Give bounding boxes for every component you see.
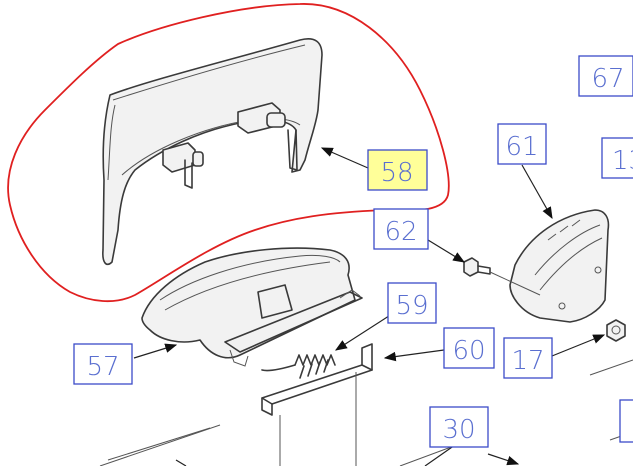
callout-30-text: 30: [442, 415, 475, 445]
callout-59[interactable]: 59: [387, 282, 437, 324]
callout-62[interactable]: 62: [373, 208, 429, 250]
selection-outline: [7, 3, 450, 303]
callout-57-text: 57: [86, 352, 119, 382]
callout-59-text: 59: [395, 291, 428, 321]
callout-30[interactable]: 30: [429, 406, 489, 448]
part-17-nut[interactable]: [606, 319, 626, 342]
callout-58-text: 58: [380, 158, 413, 188]
part-60-bracket[interactable]: [261, 343, 373, 466]
callout-61-text: 61: [505, 132, 538, 162]
callout-13[interactable]: 13: [601, 137, 633, 179]
part-58-seat-back[interactable]: [102, 38, 323, 266]
callout-67[interactable]: 67: [578, 55, 633, 97]
callout-58[interactable]: 58: [367, 149, 428, 191]
callout-60[interactable]: 60: [443, 327, 495, 369]
callout-13-text: 13: [612, 146, 633, 176]
callout-61[interactable]: 61: [497, 123, 547, 165]
callout-17[interactable]: 17: [503, 337, 553, 379]
callout-partial-box: [619, 399, 633, 443]
callout-17-text: 17: [511, 346, 544, 376]
callout-67-text: 67: [591, 64, 624, 94]
part-62-bolt[interactable]: [463, 257, 541, 296]
frame-lines: [99, 359, 633, 466]
part-57-seat-base[interactable]: [141, 247, 363, 367]
callout-57[interactable]: 57: [73, 343, 133, 385]
part-59-spring[interactable]: [261, 354, 336, 379]
callout-58-box: [367, 149, 428, 191]
callout-60-text: 60: [452, 336, 485, 366]
callout-62-text: 62: [384, 217, 417, 247]
part-61-adjust-plate[interactable]: [509, 209, 610, 323]
